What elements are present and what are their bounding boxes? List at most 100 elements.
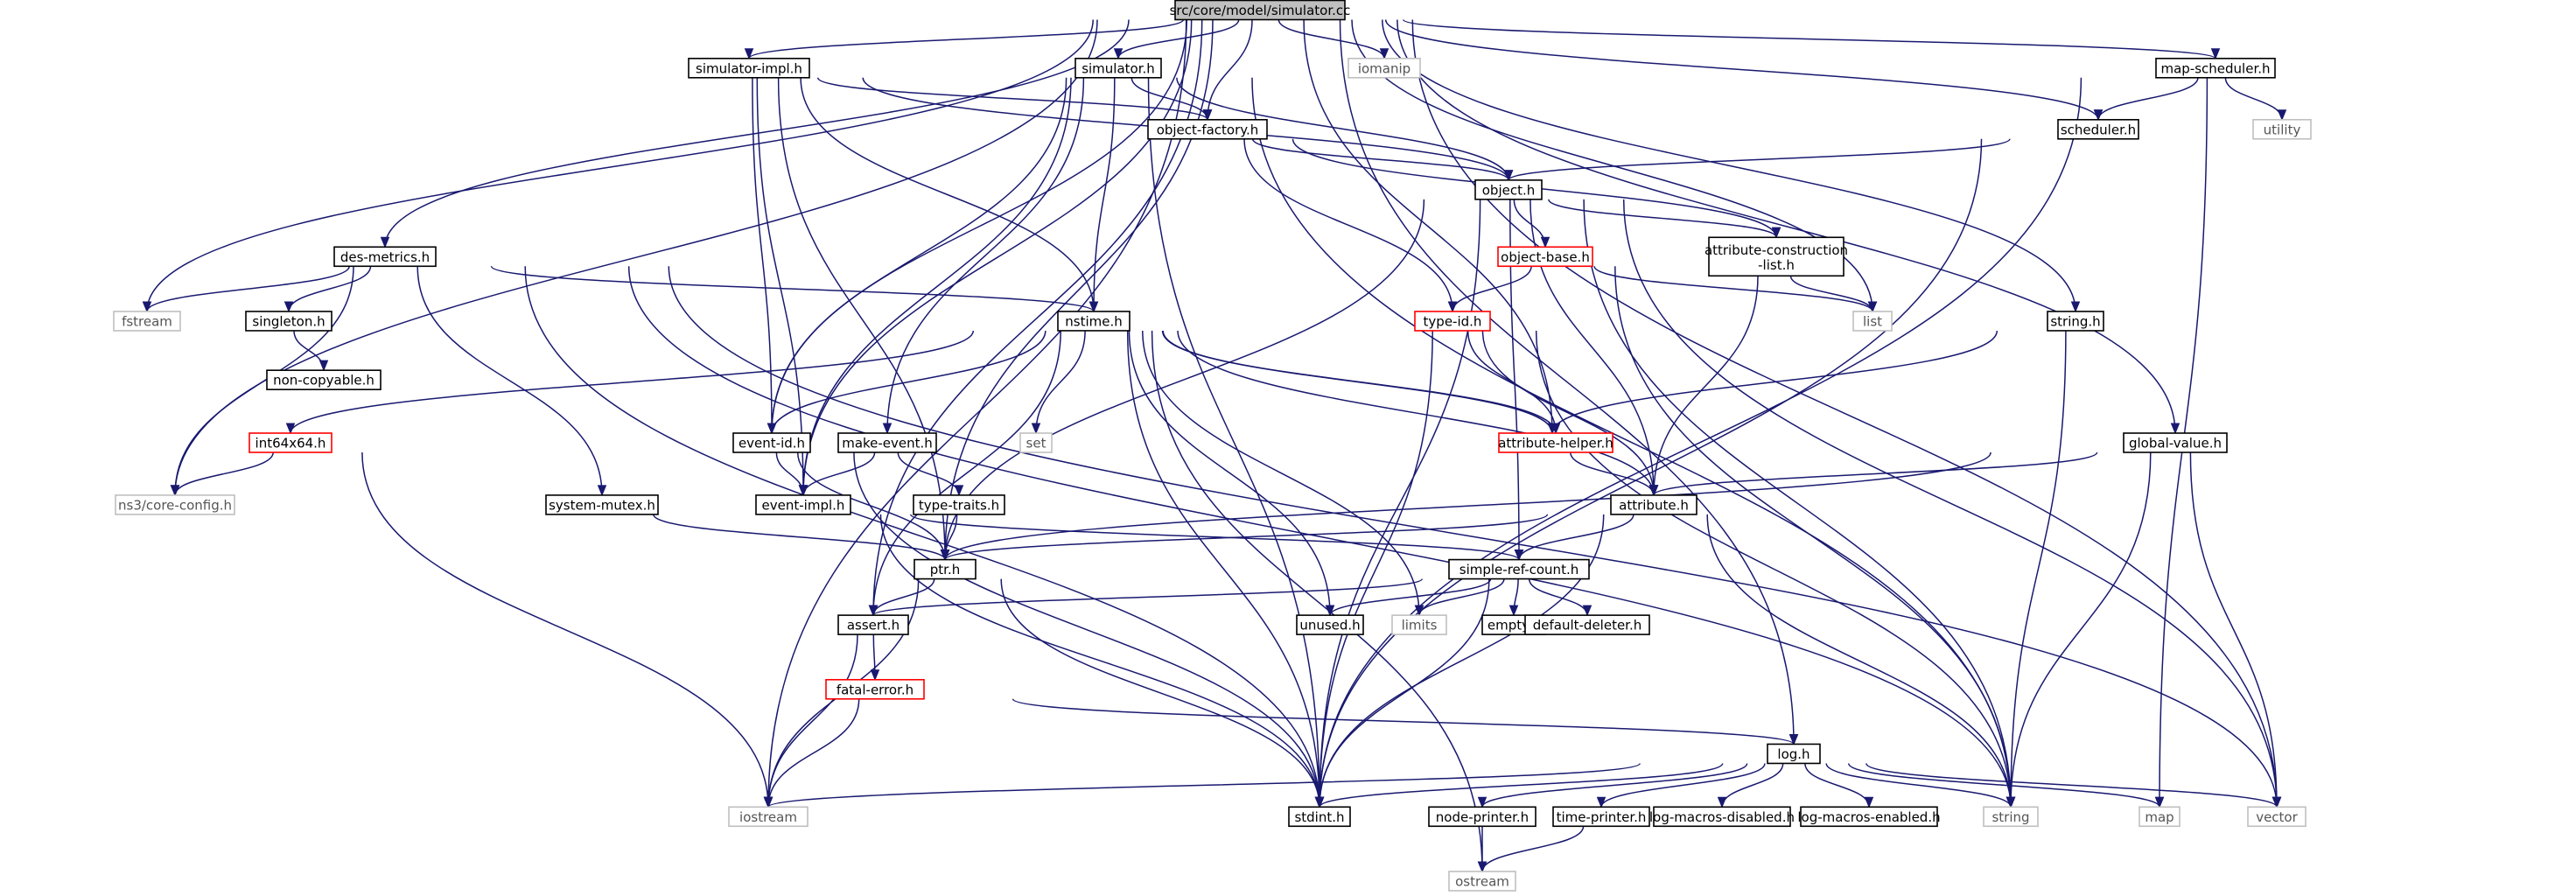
edge-root-to-map_scheduler — [1403, 18, 2216, 60]
node-attribute[interactable]: attribute.h — [1610, 494, 1698, 515]
edge-root-to-iomanip — [1278, 19, 1385, 60]
node-box — [732, 432, 811, 453]
node-assert[interactable]: assert.h — [837, 614, 909, 635]
node-box — [2123, 432, 2228, 453]
edge-event_id-to-ptr — [796, 452, 946, 560]
edge-simulator-to-object — [1176, 77, 1509, 180]
node-box — [113, 311, 181, 332]
node-label: ostream — [1455, 873, 1509, 889]
node-make-event[interactable]: make-event.h — [837, 432, 937, 453]
node-box — [1448, 558, 1590, 580]
node-non-copyable[interactable]: non-copyable.h — [266, 369, 382, 390]
node-label: string.h — [2050, 313, 2100, 329]
edge-root-to-string_h — [1382, 19, 2076, 312]
node-object[interactable]: object.h — [1474, 179, 1543, 200]
edge-des_metrics-to-stdint — [524, 266, 1320, 808]
arrowhead-map_scheduler-to-scheduler — [2093, 109, 2104, 122]
edge-root-to-simulator_impl — [748, 18, 1185, 60]
node-fatal-error[interactable]: fatal-error.h — [825, 678, 925, 700]
node-type-id[interactable]: type-id.h — [1414, 311, 1491, 332]
node-simple-ref-count[interactable]: simple-ref-count.h — [1448, 558, 1590, 580]
node-fstream: fstream — [113, 311, 181, 332]
node-stdint[interactable]: stdint.h — [1288, 806, 1351, 828]
node-attribute-helper[interactable]: attribute-helper.h — [1498, 432, 1614, 453]
node-nstime[interactable]: nstime.h — [1057, 311, 1130, 332]
edge-string_h-to-string — [2010, 330, 2067, 808]
node-box — [115, 494, 235, 515]
node-object-base[interactable]: object-base.h — [1497, 246, 1593, 268]
node-limits: limits — [1391, 614, 1447, 635]
node-object-factory[interactable]: object-factory.h — [1147, 118, 1268, 140]
node-label: global-value.h — [2129, 436, 2222, 452]
edge-simple_ref_count-to-stdint — [1319, 578, 1490, 808]
edges-layer — [142, 18, 2287, 873]
node-des-metrics[interactable]: des-metrics.h — [333, 246, 437, 268]
edge-object_factory-to-type_id — [1243, 138, 1453, 312]
node-box — [1348, 57, 1421, 79]
node-simulator-impl[interactable]: simulator-impl.h — [688, 57, 810, 79]
edge-attribute_helper-to-attribute — [1570, 452, 1655, 496]
node-label: src/core/model/simulator.cc — [1170, 3, 1351, 18]
node-box — [1147, 118, 1268, 140]
edge-simulator_impl-to-object_factory — [816, 77, 1208, 121]
node-log-macros-enabled[interactable]: log-macros-enabled.h — [1797, 806, 1941, 828]
node-system-mutex[interactable]: system-mutex.h — [545, 494, 659, 515]
node-attr-construction[interactable]: attribute-construction-list.h — [1704, 236, 1848, 277]
edge-simulator-to-nstime — [1093, 77, 1116, 312]
edge-make_event-to-event_impl — [802, 452, 876, 496]
node-event-impl[interactable]: event-impl.h — [755, 494, 851, 515]
edge-assert-to-iostream — [767, 634, 858, 808]
node-global-value[interactable]: global-value.h — [2123, 432, 2228, 453]
node-event-id[interactable]: event-id.h — [732, 432, 811, 453]
arrowhead-object_base-to-type_id — [1447, 301, 1458, 313]
node-log-macros-disabled[interactable]: log-macros-disabled.h — [1649, 806, 1795, 828]
node-box — [1524, 614, 1650, 635]
arrowhead-des_metrics-to-system_mutex — [597, 485, 607, 497]
arrowhead-root-to-simulator_impl — [744, 48, 754, 60]
edge-ptr-to-stdint — [1000, 578, 1320, 808]
node-string-h[interactable]: string.h — [2047, 311, 2104, 332]
arrowhead-global_value-to-attribute — [1648, 485, 1659, 497]
edge-object_base-to-list — [1593, 265, 1873, 312]
node-unused[interactable]: unused.h — [1296, 614, 1364, 635]
edge-map_scheduler-to-stdint — [1319, 77, 2082, 808]
edge-global_value-to-attribute — [1653, 452, 2098, 496]
node-box — [1767, 743, 1821, 765]
edge-simulator_impl-to-ptr — [777, 77, 946, 560]
edge-root-to-scheduler — [1384, 19, 2099, 120]
node-label: set — [1026, 436, 1046, 452]
edge-des_metrics-to-singleton — [288, 266, 372, 312]
arrowhead-simulator-to-make_event — [882, 423, 892, 435]
edge-root-to-iostream — [767, 19, 1187, 808]
node-box — [1708, 236, 1844, 277]
node-map-scheduler[interactable]: map-scheduler.h — [2155, 57, 2276, 79]
node-type-traits[interactable]: type-traits.h — [913, 494, 1005, 515]
node-time-printer[interactable]: time-printer.h — [1552, 806, 1650, 828]
edge-des_metrics-to-vector — [668, 266, 2278, 808]
node-box — [1428, 806, 1536, 828]
node-singleton[interactable]: singleton.h — [245, 311, 332, 332]
node-label: default-deleter.h — [1533, 618, 1642, 634]
node-label: event-id.h — [738, 436, 805, 452]
node-set: set — [1019, 432, 1053, 453]
arrowhead-simple_ref_count-to-assert — [868, 605, 878, 617]
node-int64x64[interactable]: int64x64.h — [248, 432, 332, 453]
node-default-deleter[interactable]: default-deleter.h — [1524, 614, 1650, 635]
arrowhead-make_event-to-event_impl — [798, 485, 808, 497]
node-label: system-mutex.h — [549, 497, 655, 513]
node-label: map — [2145, 809, 2174, 825]
arrowhead-nstime-to-set — [1031, 423, 1041, 435]
node-box — [1057, 311, 1130, 332]
node-root[interactable]: src/core/model/simulator.cc — [1170, 0, 1351, 21]
node-box — [1653, 806, 1791, 828]
node-box — [2252, 118, 2312, 140]
node-label: unused.h — [1299, 618, 1360, 634]
edge-map_scheduler-to-scheduler — [2097, 77, 2199, 120]
edge-log-to-iostream — [767, 762, 1641, 808]
node-log[interactable]: log.h — [1767, 743, 1821, 765]
node-simulator[interactable]: simulator.h — [1074, 57, 1162, 79]
node-scheduler[interactable]: scheduler.h — [2057, 118, 2139, 140]
node-node-printer[interactable]: node-printer.h — [1428, 806, 1536, 828]
edge-des_metrics-to-string — [627, 266, 2012, 808]
node-ptr[interactable]: ptr.h — [914, 558, 976, 580]
